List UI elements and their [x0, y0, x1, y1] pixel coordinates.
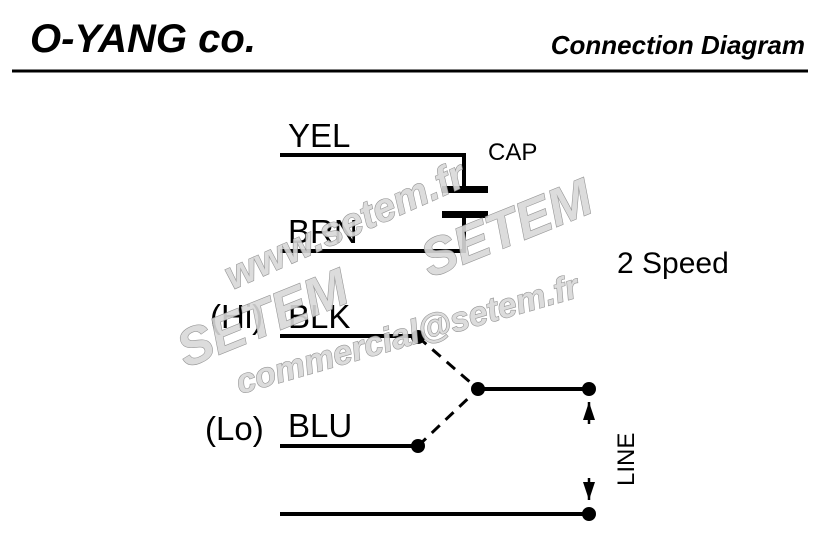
diagram-title: Connection Diagram [551, 30, 805, 60]
line-label: LINE [613, 433, 640, 486]
speed-label-lo: (Lo) [205, 410, 264, 447]
company-name: O-YANG co. [30, 17, 256, 61]
selector-dash-hi [417, 335, 479, 391]
wire-label-yel: YEL [288, 117, 350, 154]
line-arrow-down-icon [583, 482, 595, 500]
speed-type-label: 2 Speed [617, 247, 729, 280]
wire-label-blu: BLU [288, 407, 352, 444]
line-terminal-lower [582, 507, 596, 521]
wire-label-blk: BLK [288, 298, 350, 335]
capacitor-plate-top [442, 186, 488, 193]
cap-label: CAP [488, 139, 537, 166]
line-terminal-upper [582, 382, 596, 396]
speed-label-hi: (Hi) [210, 298, 263, 335]
line-arrow-up-icon [583, 402, 595, 420]
capacitor-plate-bottom [442, 211, 488, 218]
watermark: www.setem.fr SETEM SETEM commercial@sete… [168, 151, 603, 402]
wire-label-brn: BRN [288, 213, 358, 250]
selector-dash-lo [416, 387, 480, 448]
